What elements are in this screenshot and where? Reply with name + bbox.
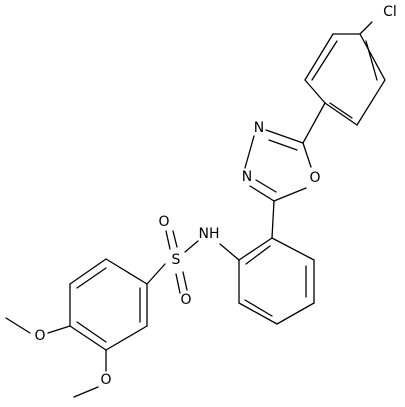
phenyl-nh-bond	[219, 243, 240, 261]
atom-label-o-sulfonyl-top: O	[158, 214, 169, 230]
sulfonyl-bonds	[165, 230, 188, 294]
atom-label-n-left: N	[242, 169, 252, 185]
central-benzene-ring	[238, 237, 315, 325]
atom-label-nh: NH	[199, 226, 220, 242]
methoxy-groups	[5, 317, 107, 398]
atom-label-o-methoxy-upper: O	[34, 328, 45, 344]
chlorophenyl-ring	[304, 21, 386, 126]
atom-label-o-methoxy-lower: O	[100, 372, 111, 388]
atom-label-n-top: N	[254, 120, 264, 136]
atom-label-o-ring: O	[309, 170, 320, 186]
dimethoxyphenyl-ring	[69, 258, 148, 351]
atom-label-o-sulfonyl-bottom: O	[180, 292, 191, 308]
atom-label-s: S	[172, 252, 181, 268]
oxadiazole-phenyl-bond	[271, 200, 275, 239]
s-aryl-bond	[146, 263, 166, 285]
atom-label-cl: Cl	[383, 4, 397, 20]
nh-s-bond	[184, 240, 199, 253]
oxadiazole-ring	[244, 129, 312, 202]
aryl-oxadiazole-bond	[302, 102, 326, 144]
